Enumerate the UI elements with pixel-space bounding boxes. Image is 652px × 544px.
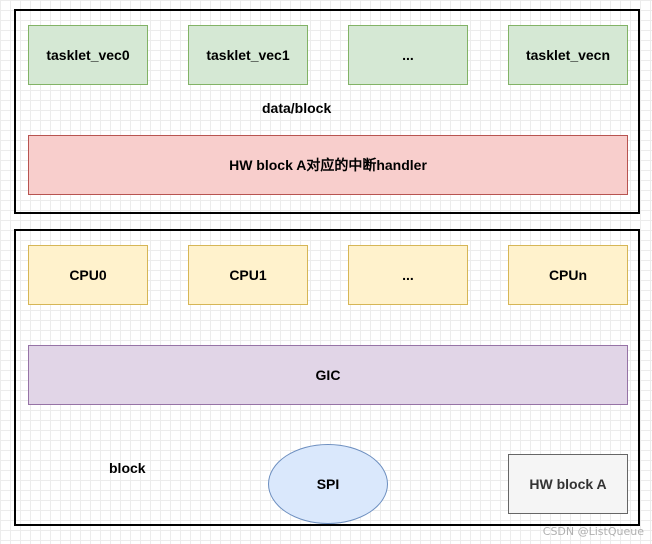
tasklet-vecn-label: tasklet_vecn bbox=[525, 47, 611, 63]
spi-ellipse: SPI bbox=[268, 444, 388, 524]
hw-block-a-label: HW block A bbox=[529, 476, 607, 492]
tasklet-vec1-label: tasklet_vec1 bbox=[206, 47, 290, 63]
hardware-frame bbox=[14, 229, 640, 526]
cpu0-label: CPU0 bbox=[69, 267, 107, 283]
block-label: block bbox=[109, 460, 146, 476]
tasklet-ellipsis-label: ... bbox=[402, 47, 414, 63]
tasklet-vec1-box: tasklet_vec1 bbox=[188, 25, 308, 85]
softirq-frame bbox=[14, 9, 640, 214]
cpu1-label: CPU1 bbox=[229, 267, 267, 283]
tasklet-vecn-box: tasklet_vecn bbox=[508, 25, 628, 85]
tasklet-vec0-box: tasklet_vec0 bbox=[28, 25, 148, 85]
watermark-text: CSDN @ListQueue bbox=[542, 525, 644, 538]
cpun-label: CPUn bbox=[548, 267, 588, 283]
tasklet-vec0-label: tasklet_vec0 bbox=[46, 47, 130, 63]
gic-box: GIC bbox=[28, 345, 628, 405]
cpu-ellipsis-box: ... bbox=[348, 245, 468, 305]
tasklet-ellipsis-box: ... bbox=[348, 25, 468, 85]
spi-label: SPI bbox=[316, 476, 340, 492]
cpu0-box: CPU0 bbox=[28, 245, 148, 305]
cpun-box: CPUn bbox=[508, 245, 628, 305]
interrupt-handler-box: HW block A对应的中断handler bbox=[28, 135, 628, 195]
hw-block-a-box: HW block A bbox=[508, 454, 628, 514]
data-block-label: data/block bbox=[262, 100, 332, 116]
cpu1-box: CPU1 bbox=[188, 245, 308, 305]
cpu-ellipsis-label: ... bbox=[402, 267, 414, 283]
interrupt-handler-label: HW block A对应的中断handler bbox=[229, 157, 427, 173]
gic-label: GIC bbox=[315, 367, 341, 383]
